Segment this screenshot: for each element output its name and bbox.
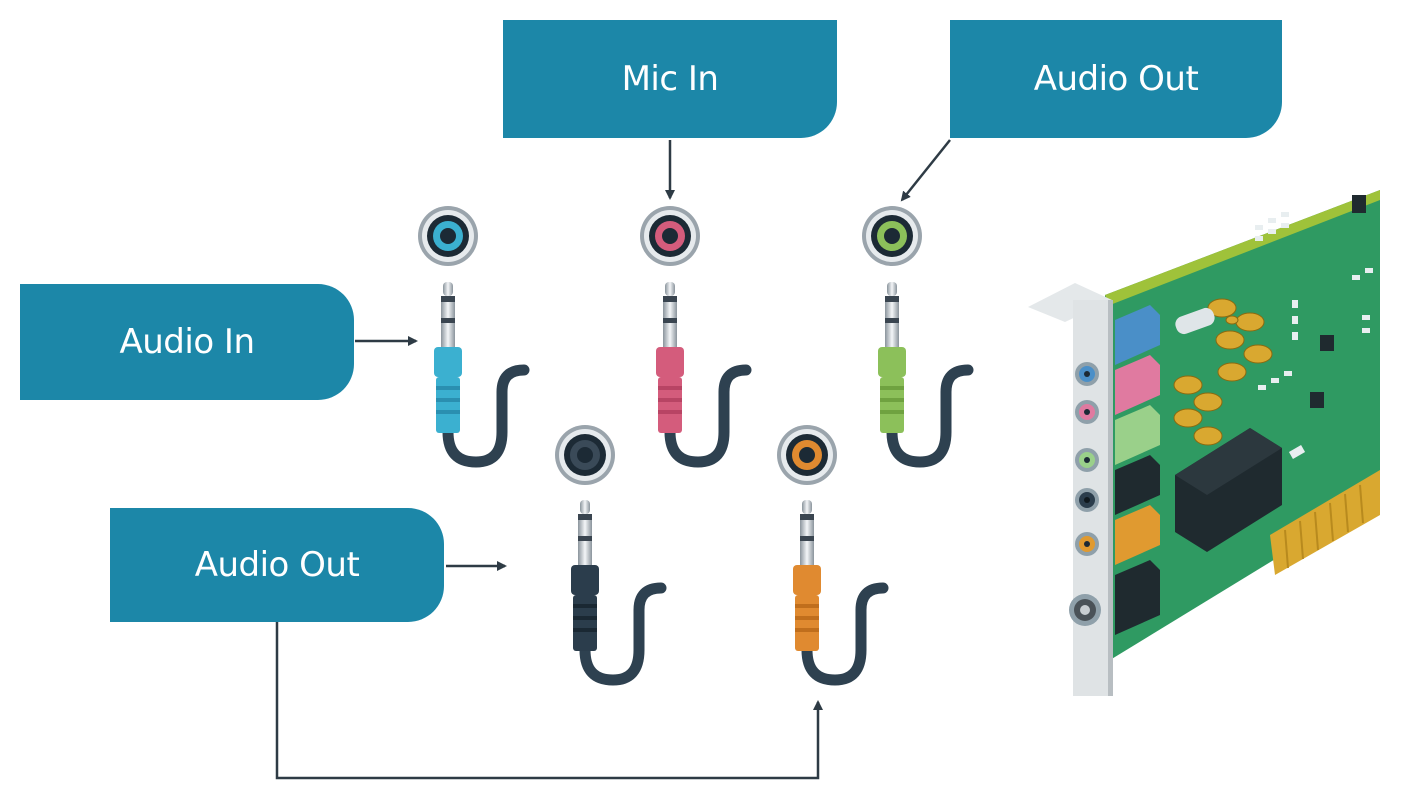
port-green-icon [862,206,922,266]
mic-in-label: Mic In [503,20,837,138]
sound-card-icon [1028,190,1380,696]
plug-green-icon [878,282,974,468]
plug-pink-icon [656,282,752,468]
port-orange-icon [777,425,837,485]
arrow-audio-out-top [900,139,951,202]
plug-orange-icon [793,500,889,686]
connector-arrows [275,139,951,780]
port-blue-icon [418,206,478,266]
audio-in-label: Audio In [20,284,354,400]
port-pink-icon [640,206,700,266]
audio-out-top-label: Audio Out [950,20,1282,138]
audio-out-left-label: Audio Out [110,508,444,622]
plug-black-icon [571,500,667,686]
port-black-icon [555,425,615,485]
arrow-audio-out-loop [275,622,823,780]
plug-blue-icon [434,282,530,468]
